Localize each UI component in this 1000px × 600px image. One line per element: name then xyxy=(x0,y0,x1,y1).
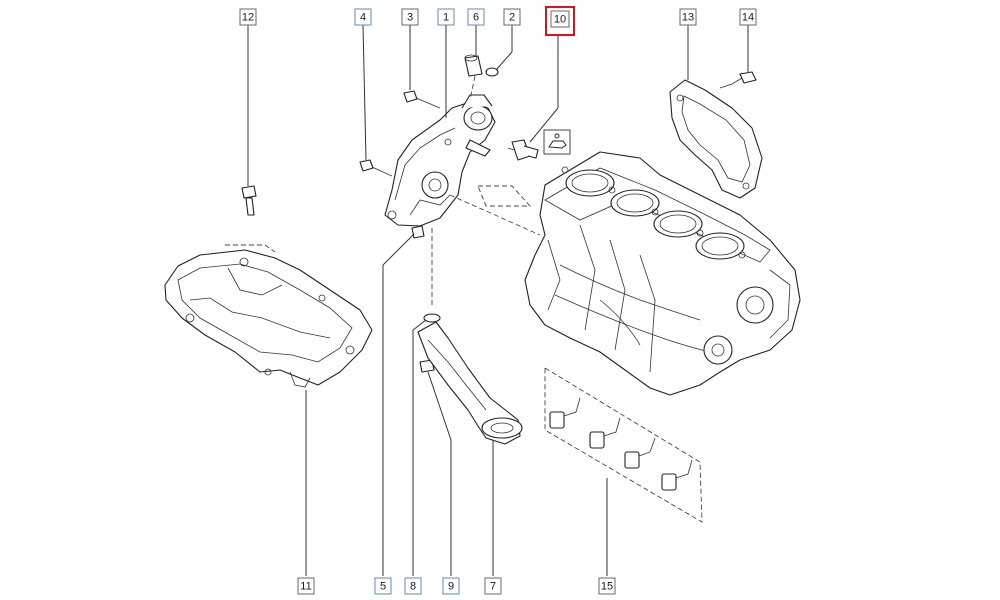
callout-6-label: 6 xyxy=(473,12,479,24)
dowel-5[interactable] xyxy=(411,225,425,239)
bearing-shell[interactable] xyxy=(589,417,621,449)
callout-14[interactable]: 14 xyxy=(739,8,757,26)
callout-11-label: 11 xyxy=(300,581,311,593)
leader-lines xyxy=(247,24,749,576)
callout-9-label: 9 xyxy=(448,581,454,593)
sensor-location-box xyxy=(477,185,532,207)
callout-1[interactable]: 1 xyxy=(437,8,455,26)
callout-7[interactable]: 7 xyxy=(484,577,502,595)
callout-11[interactable]: 11 xyxy=(297,577,315,595)
sleeve-dash xyxy=(469,75,476,101)
callout-12[interactable]: 12 xyxy=(239,8,257,26)
callout-10-label: 10 xyxy=(554,14,566,26)
bolt-3[interactable] xyxy=(403,90,441,109)
oil-pressure-warning-icon xyxy=(543,129,571,155)
callout-3-label: 3 xyxy=(407,12,413,24)
bolt-12[interactable] xyxy=(241,185,257,216)
bolt-4[interactable] xyxy=(359,159,393,177)
callout-2-label: 2 xyxy=(509,12,515,24)
callout-8-label: 8 xyxy=(410,581,416,593)
callout-8[interactable]: 8 xyxy=(404,577,422,595)
bearing-shell[interactable] xyxy=(661,459,693,491)
callout-10[interactable]: 10 xyxy=(545,6,575,36)
bearing-shell[interactable] xyxy=(549,397,581,429)
o-ring-8[interactable] xyxy=(423,313,441,323)
callout-12-label: 12 xyxy=(242,12,254,24)
callout-1-label: 1 xyxy=(443,12,449,24)
engine-block[interactable] xyxy=(524,151,801,396)
callout-15[interactable]: 15 xyxy=(598,577,616,595)
callout-9[interactable]: 9 xyxy=(442,577,460,595)
o-ring-2[interactable] xyxy=(485,67,499,77)
bearing-shell[interactable] xyxy=(624,437,656,469)
callout-15-label: 15 xyxy=(601,581,613,593)
callout-2[interactable]: 2 xyxy=(503,8,521,26)
shield-mount-dash xyxy=(225,244,276,253)
under-engine-shield[interactable] xyxy=(164,249,373,388)
callout-5[interactable]: 5 xyxy=(374,577,392,595)
timing-cover-13[interactable] xyxy=(669,79,763,199)
nut-14[interactable] xyxy=(719,71,757,89)
cover-to-block-dash xyxy=(449,194,541,236)
oil-pressure-sensor[interactable] xyxy=(507,139,539,161)
oil-strainer[interactable] xyxy=(417,321,523,445)
callout-7-label: 7 xyxy=(490,581,496,593)
callout-4[interactable]: 4 xyxy=(354,8,372,26)
callout-3[interactable]: 3 xyxy=(401,8,419,26)
callout-5-label: 5 xyxy=(380,581,386,593)
sleeve-6[interactable] xyxy=(464,54,483,77)
callout-13-label: 13 xyxy=(682,12,694,24)
callout-4-label: 4 xyxy=(360,12,366,24)
callout-14-label: 14 xyxy=(742,12,754,24)
oil-pump-cover[interactable] xyxy=(384,94,496,227)
bolt-9[interactable] xyxy=(419,359,435,373)
bearing-group-box xyxy=(544,367,703,523)
callout-6[interactable]: 6 xyxy=(467,8,485,26)
callout-13[interactable]: 13 xyxy=(679,8,697,26)
